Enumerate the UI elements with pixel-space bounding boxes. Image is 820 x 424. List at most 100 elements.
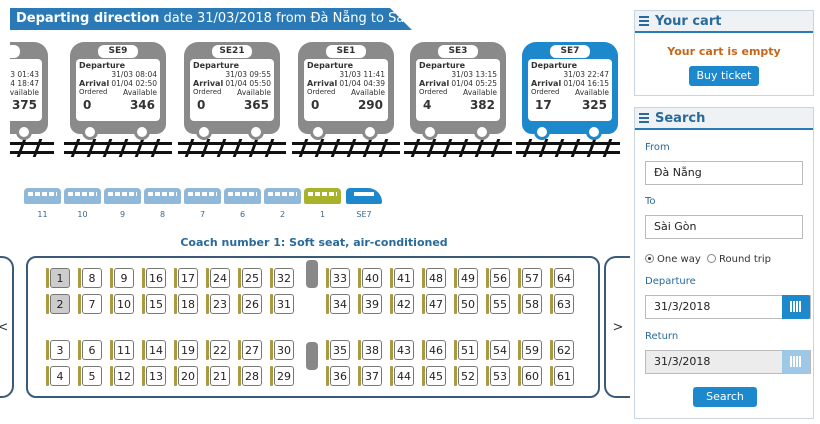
cart-title: Your cart (655, 14, 722, 29)
available-count: 290 (357, 98, 383, 112)
seat-11[interactable]: 11 (110, 340, 134, 360)
header-title-bold: Departing direction (16, 11, 160, 26)
seat-64[interactable]: 64 (550, 268, 574, 288)
seat-42[interactable]: 42 (390, 294, 414, 314)
coach-8[interactable]: 8 (144, 188, 181, 219)
seat-22[interactable]: 22 (206, 340, 230, 360)
coach-1[interactable]: 1 (304, 188, 341, 219)
return-label: Return (645, 331, 679, 342)
seat-41[interactable]: 41 (390, 268, 414, 288)
seat-49[interactable]: 49 (454, 268, 478, 288)
seat-5[interactable]: 5 (78, 366, 102, 386)
coach-7[interactable]: 7 (184, 188, 221, 219)
seat-2[interactable]: 2 (46, 294, 70, 314)
seat-46[interactable]: 46 (422, 340, 446, 360)
seat-16[interactable]: 16 (142, 268, 166, 288)
seat-33[interactable]: 33 (326, 268, 350, 288)
from-field[interactable]: Đà Nẵng (645, 161, 803, 185)
seat-20[interactable]: 20 (174, 366, 198, 386)
round-trip-radio[interactable]: Round trip (707, 254, 771, 265)
seat-47[interactable]: 47 (422, 294, 446, 314)
seat-53[interactable]: 53 (486, 366, 510, 386)
coach-10[interactable]: 10 (64, 188, 101, 219)
to-field[interactable]: Sài Gòn (645, 215, 803, 239)
seat-6[interactable]: 6 (78, 340, 102, 360)
seat-19[interactable]: 19 (174, 340, 198, 360)
next-coach-button[interactable]: > (604, 256, 630, 398)
seat-10[interactable]: 10 (110, 294, 134, 314)
seat-44[interactable]: 44 (390, 366, 414, 386)
seat-25[interactable]: 25 (238, 268, 262, 288)
departure-time: 31/03 13:15 (451, 70, 497, 79)
seat-14[interactable]: 14 (142, 340, 166, 360)
return-date-field[interactable]: 31/3/2018 (645, 350, 811, 374)
seat-27[interactable]: 27 (238, 340, 262, 360)
seat-9[interactable]: 9 (110, 268, 134, 288)
available-label: Available (575, 88, 609, 97)
seat-57[interactable]: 57 (518, 268, 542, 288)
seat-26[interactable]: 26 (238, 294, 262, 314)
seat-4[interactable]: 4 (46, 366, 70, 386)
seat-50[interactable]: 50 (454, 294, 478, 314)
seat-28[interactable]: 28 (238, 366, 262, 386)
seat-54[interactable]: 54 (486, 340, 510, 360)
arrival-time: 01/04 18:47 (10, 79, 39, 88)
seat-56[interactable]: 56 (486, 268, 510, 288)
seat-48[interactable]: 48 (422, 268, 446, 288)
seat-1[interactable]: 1 (46, 268, 70, 288)
departure-date-field[interactable]: 31/3/2018 (645, 295, 811, 319)
seat-23[interactable]: 23 (206, 294, 230, 314)
seat-45[interactable]: 45 (422, 366, 446, 386)
seat-17[interactable]: 17 (174, 268, 198, 288)
seat-55[interactable]: 55 (486, 294, 510, 314)
seat-39[interactable]: 39 (358, 294, 382, 314)
seat-29[interactable]: 29 (270, 366, 294, 386)
seat-18[interactable]: 18 (174, 294, 198, 314)
seat-60[interactable]: 60 (518, 366, 542, 386)
seat-51[interactable]: 51 (454, 340, 478, 360)
seat-59[interactable]: 59 (518, 340, 542, 360)
engine-se7[interactable]: SE7 (346, 188, 382, 219)
available-label: Available (10, 88, 39, 97)
seat-35[interactable]: 35 (326, 340, 350, 360)
seat-32[interactable]: 32 (270, 268, 294, 288)
arrival-label: Arrival (307, 79, 338, 88)
seat-3[interactable]: 3 (46, 340, 70, 360)
search-button[interactable]: Search (693, 387, 757, 407)
available-count: 346 (129, 98, 155, 112)
calendar-icon[interactable] (782, 350, 810, 374)
coach-9[interactable]: 9 (104, 188, 141, 219)
seat-36[interactable]: 36 (326, 366, 350, 386)
one-way-radio[interactable]: One way (645, 254, 701, 265)
prev-coach-button[interactable]: < (0, 256, 14, 398)
seat-24[interactable]: 24 (206, 268, 230, 288)
seat-43[interactable]: 43 (390, 340, 414, 360)
coach-2[interactable]: 2 (264, 188, 301, 219)
seat-38[interactable]: 38 (358, 340, 382, 360)
seat-62[interactable]: 62 (550, 340, 574, 360)
seat-21[interactable]: 21 (206, 366, 230, 386)
seat-34[interactable]: 34 (326, 294, 350, 314)
seat-8[interactable]: 8 (78, 268, 102, 288)
train-code: SE1 (326, 45, 366, 58)
seat-52[interactable]: 52 (454, 366, 478, 386)
coach-6[interactable]: 6 (224, 188, 261, 219)
buy-ticket-button[interactable]: Buy ticket (689, 66, 759, 86)
arrival-label: Arrival (193, 79, 224, 88)
coach-11[interactable]: 11 (24, 188, 61, 219)
seat-40[interactable]: 40 (358, 268, 382, 288)
seat-63[interactable]: 63 (550, 294, 574, 314)
seat-15[interactable]: 15 (142, 294, 166, 314)
departure-label: Departure (419, 61, 466, 70)
seat-7[interactable]: 7 (78, 294, 102, 314)
available-label: Available (237, 88, 271, 97)
seat-13[interactable]: 13 (142, 366, 166, 386)
seat-58[interactable]: 58 (518, 294, 542, 314)
seat-31[interactable]: 31 (270, 294, 294, 314)
seat-61[interactable]: 61 (550, 366, 574, 386)
seat-12[interactable]: 12 (110, 366, 134, 386)
seat-37[interactable]: 37 (358, 366, 382, 386)
seat-30[interactable]: 30 (270, 340, 294, 360)
calendar-icon[interactable] (782, 295, 810, 319)
